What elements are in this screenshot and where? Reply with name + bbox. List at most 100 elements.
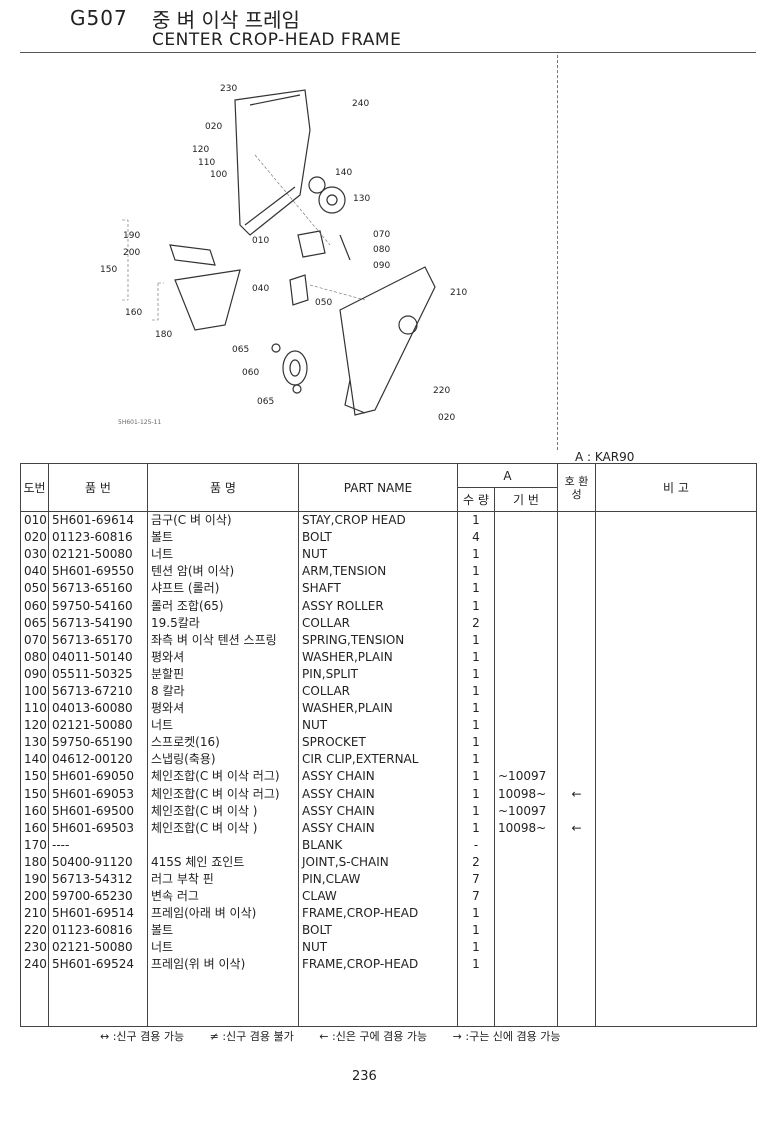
row-name-korean: 8 칼라: [147, 682, 299, 701]
row-interchange: [557, 597, 596, 615]
parts-table: 도번 품 번 품 명 PART NAME A 호 환 성 비 고 수 량 기 번…: [20, 463, 757, 1027]
row-qty: 1: [457, 751, 495, 769]
col-remarks: 비 고: [595, 463, 757, 512]
row-remarks: [595, 648, 757, 666]
row-serial: [494, 580, 558, 598]
row-name-korean: 19.5칼라: [147, 614, 299, 632]
svg-text:100: 100: [210, 170, 227, 180]
row-part-name: CLAW: [298, 888, 458, 906]
row-name-korean: 프레임(아래 벼 이삭): [147, 905, 299, 923]
svg-text:020: 020: [205, 122, 222, 132]
row-no: 110: [20, 700, 49, 718]
row-remarks: [595, 751, 757, 769]
row-name-korean: 평와셔: [147, 648, 299, 666]
table-filler-row: [20, 973, 757, 1027]
row-name-korean: 스프로켓(16): [147, 734, 299, 752]
row-serial: 10098~: [494, 785, 558, 803]
row-part-name: BOLT: [298, 529, 458, 547]
row-no: 190: [20, 870, 49, 889]
row-interchange: [557, 751, 596, 769]
row-name-korean: 롤러 조합(65): [147, 597, 299, 615]
row-serial: ~10097: [494, 802, 558, 820]
row-name-korean: 러그 부착 핀: [147, 870, 299, 889]
row-interchange: [557, 802, 596, 820]
row-no: 080: [20, 648, 49, 666]
row-part-number: 5H601-69500: [48, 802, 148, 820]
row-remarks: [595, 888, 757, 906]
svg-text:065: 065: [257, 397, 274, 407]
row-qty: 1: [457, 717, 495, 735]
row-name-korean: 체인조합(C 벼 이삭 ): [147, 802, 299, 820]
row-no: 180: [20, 853, 49, 871]
col-serial: 기 번: [494, 487, 558, 512]
row-interchange: [557, 734, 596, 752]
filler-cell: [20, 973, 49, 1027]
row-serial: [494, 939, 558, 957]
row-remarks: [595, 819, 757, 837]
row-serial: 10098~: [494, 819, 558, 837]
row-remarks: [595, 700, 757, 718]
row-interchange: [557, 682, 596, 701]
row-remarks: [595, 785, 757, 803]
row-part-name: PIN,CLAW: [298, 870, 458, 889]
row-serial: [494, 751, 558, 769]
row-part-number: 56713-65170: [48, 631, 148, 649]
row-part-name: NUT: [298, 939, 458, 957]
row-remarks: [595, 939, 757, 957]
filler-cell: [48, 973, 148, 1027]
row-name-korean: 변속 러그: [147, 888, 299, 906]
row-remarks: [595, 768, 757, 786]
row-remarks: [595, 802, 757, 820]
row-part-number: 56713-67210: [48, 682, 148, 701]
row-remarks: [595, 529, 757, 547]
row-part-name: ASSY CHAIN: [298, 802, 458, 820]
row-remarks: [595, 631, 757, 649]
row-qty: 1: [457, 511, 495, 530]
svg-text:210: 210: [450, 288, 467, 298]
row-interchange: [557, 717, 596, 735]
row-part-number: ----: [48, 836, 148, 854]
row-interchange: [557, 768, 596, 786]
row-no: 160: [20, 802, 49, 820]
row-no: 050: [20, 580, 49, 598]
row-serial: [494, 717, 558, 735]
row-name-korean: 샤프트 (롤러): [147, 580, 299, 598]
legend-item: ↔ :신구 겸용 가능: [100, 1030, 185, 1043]
row-name-korean: 평와셔: [147, 700, 299, 718]
row-part-number: 5H601-69050: [48, 768, 148, 786]
filler-cell: [557, 973, 596, 1027]
row-name-korean: 너트: [147, 546, 299, 564]
row-qty: 1: [457, 905, 495, 923]
row-serial: [494, 529, 558, 547]
row-name-korean: [147, 836, 299, 854]
row-name-korean: 볼트: [147, 529, 299, 547]
row-remarks: [595, 597, 757, 615]
row-interchange: [557, 529, 596, 547]
row-part-number: 04013-60080: [48, 700, 148, 718]
svg-text:010: 010: [252, 236, 269, 246]
row-part-number: 56713-65160: [48, 580, 148, 598]
row-qty: -: [457, 836, 495, 854]
svg-text:130: 130: [353, 194, 370, 204]
row-part-number: 59750-65190: [48, 734, 148, 752]
filler-cell: [595, 973, 757, 1027]
row-remarks: [595, 836, 757, 854]
row-remarks: [595, 717, 757, 735]
row-part-number: 04612-00120: [48, 751, 148, 769]
row-qty: 1: [457, 785, 495, 803]
svg-text:120: 120: [192, 145, 209, 155]
row-part-name: FRAME,CROP-HEAD: [298, 956, 458, 974]
row-serial: [494, 631, 558, 649]
row-interchange: [557, 580, 596, 598]
svg-text:040: 040: [252, 284, 269, 294]
row-no: 120: [20, 717, 49, 735]
